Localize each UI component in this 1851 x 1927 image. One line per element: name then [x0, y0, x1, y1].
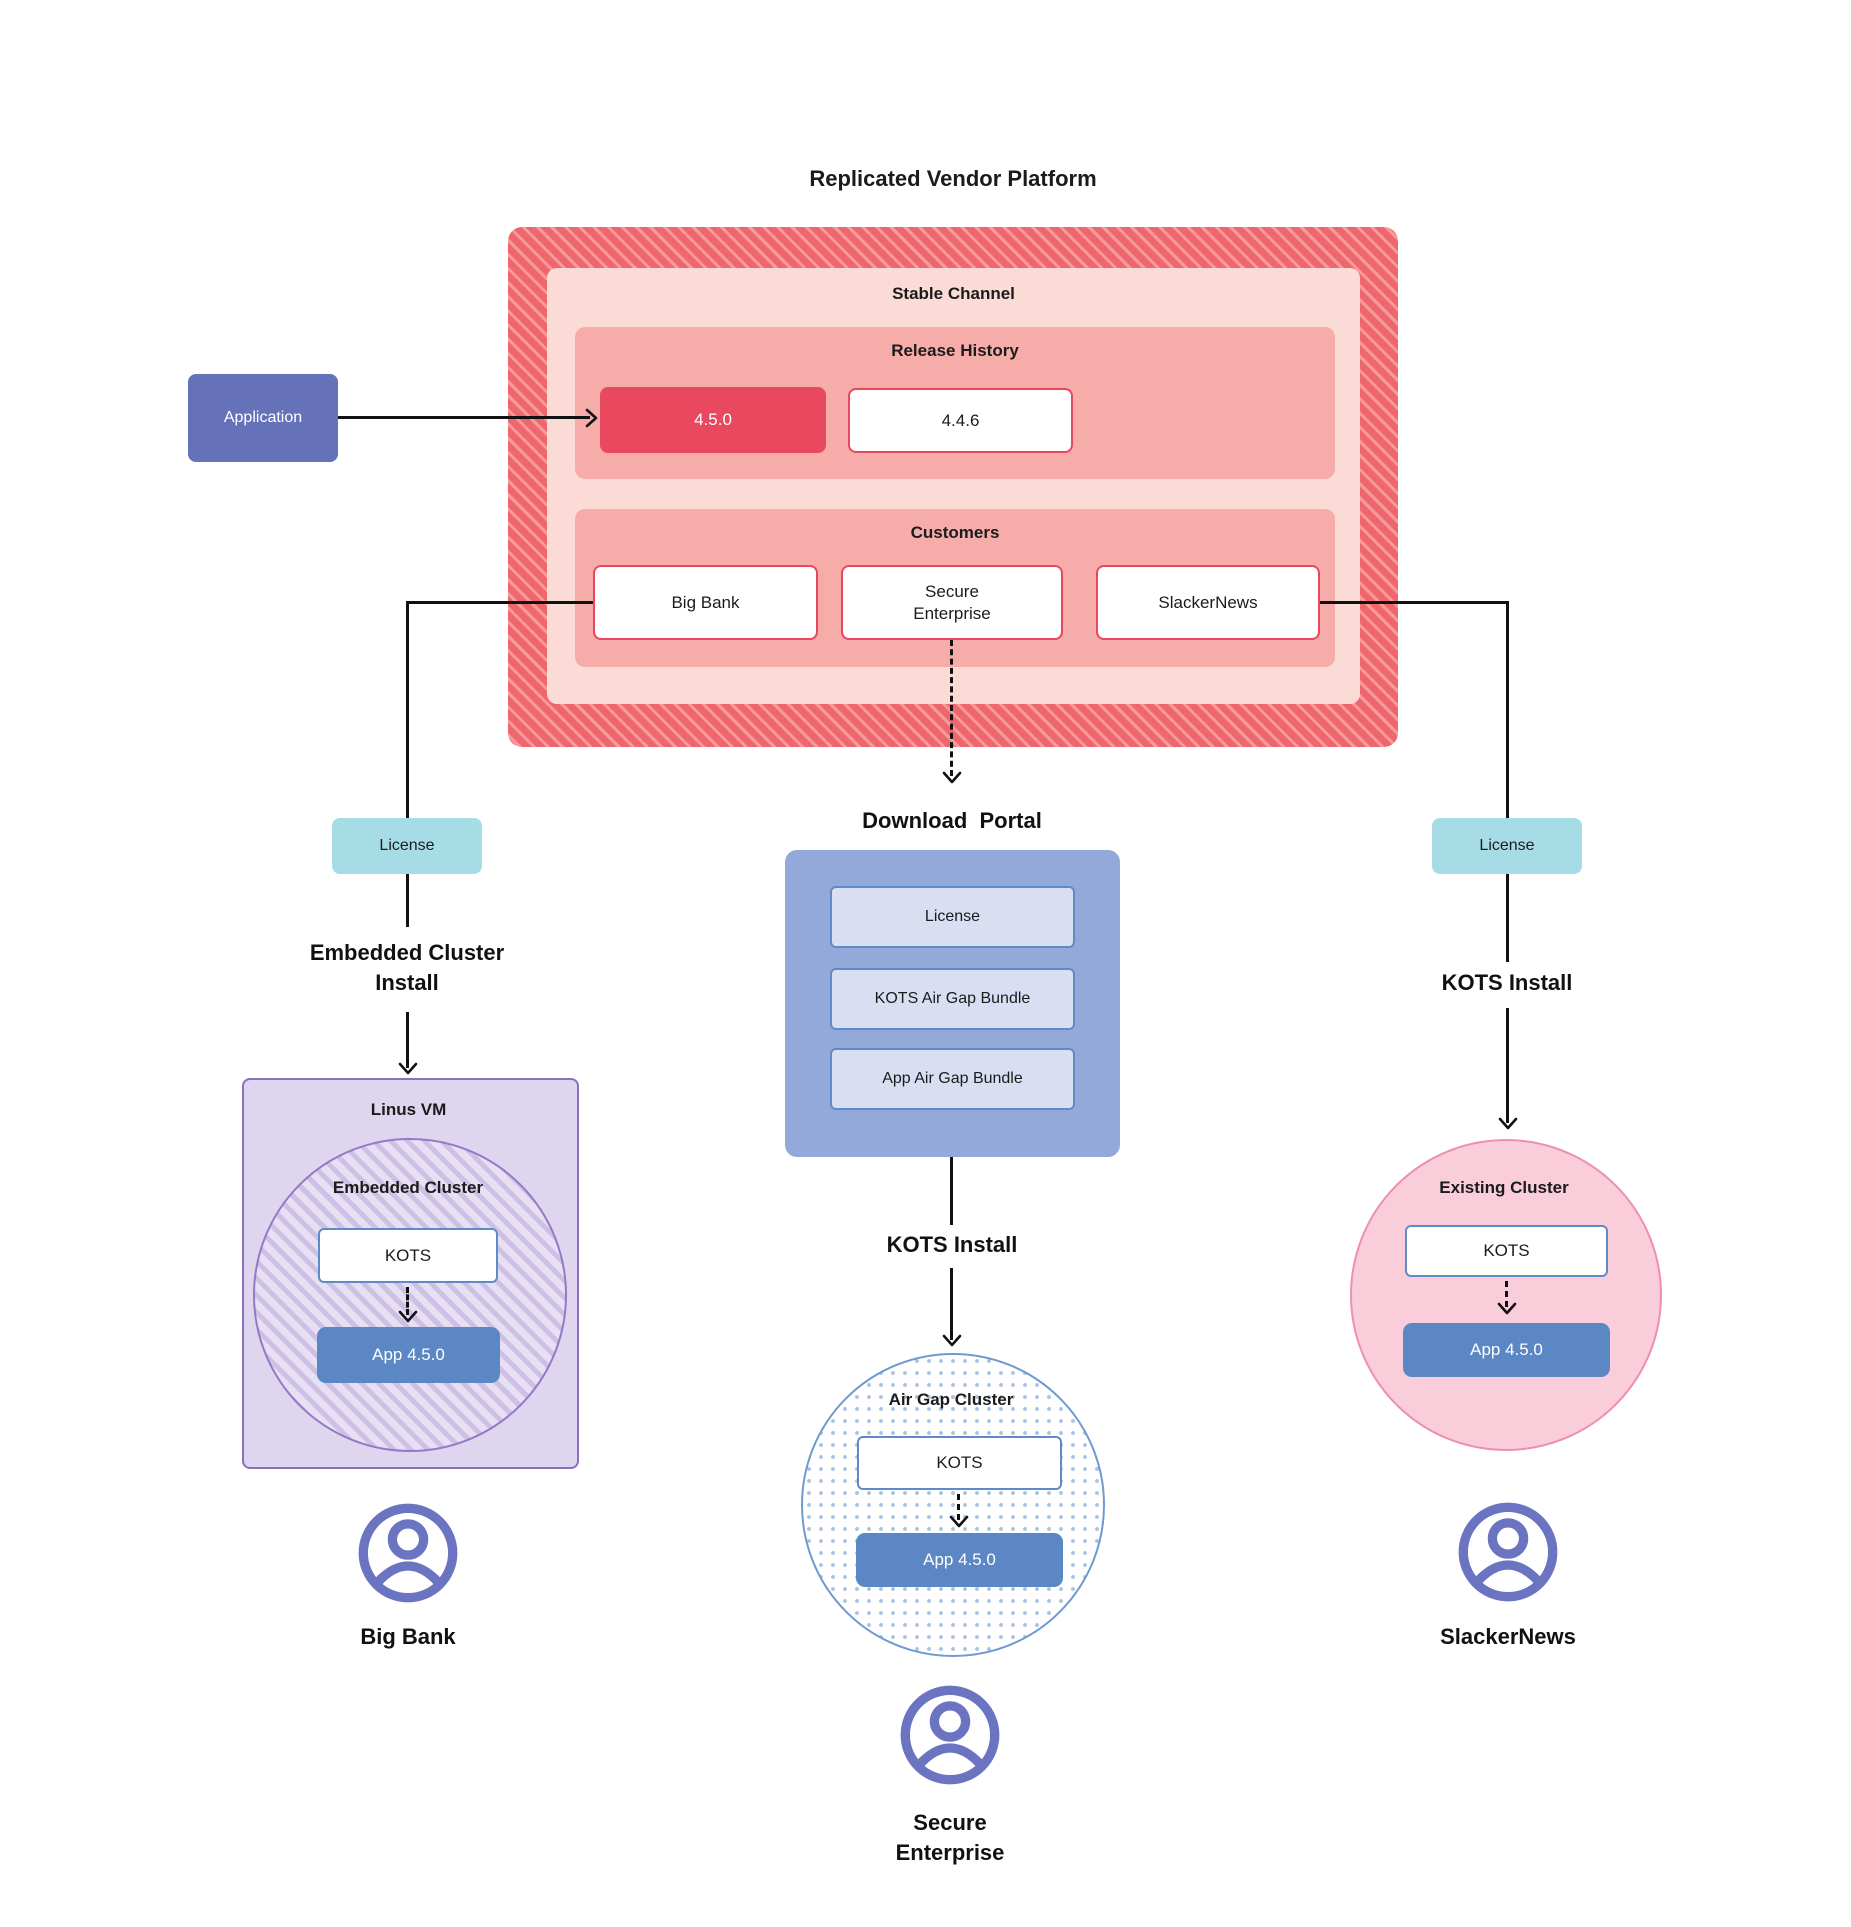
person-icon	[900, 1685, 1000, 1785]
kots-box-middle: KOTS	[857, 1436, 1062, 1490]
arrowhead-down-icon	[1497, 1302, 1517, 1315]
kots-app-dashed-left	[406, 1287, 409, 1315]
linus-vm-label: Linus VM	[370, 1100, 447, 1119]
arrowhead-down-icon	[942, 1334, 962, 1347]
app-box-right: App 4.5.0	[1403, 1323, 1610, 1377]
slackernews-connector-v3	[1506, 1008, 1509, 1123]
slackernews-connector-v2	[1506, 874, 1509, 962]
embedded-cluster-label: Embedded Cluster	[332, 1178, 484, 1197]
kots-box-right: KOTS	[1405, 1225, 1608, 1277]
slackernews-connector-h	[1320, 601, 1509, 604]
bigbank-connector-v1	[406, 601, 409, 818]
customer-slackernews: SlackerNews	[1096, 565, 1320, 640]
portal-connector-v1	[950, 1157, 953, 1225]
secure-connector-dashed	[950, 640, 953, 776]
kots-install-label-right: KOTS Install	[1441, 970, 1573, 995]
bigbank-connector-v2	[406, 874, 409, 927]
customer-secure-enterprise: Secure Enterprise	[841, 565, 1063, 640]
kots-box-left: KOTS	[318, 1228, 498, 1283]
download-portal-label: Download Portal	[862, 808, 1042, 833]
release-4-5-0: 4.5.0	[600, 387, 826, 453]
license-box-left: License	[332, 818, 482, 874]
release-history-label: Release History	[891, 341, 1019, 360]
customers-label: Customers	[910, 523, 1000, 542]
kots-app-dashed-middle	[957, 1494, 960, 1520]
portal-app-airgap-bundle-box: App Air Gap Bundle	[830, 1048, 1075, 1110]
kots-app-dashed-right	[1505, 1281, 1508, 1307]
embedded-cluster-circle	[253, 1138, 567, 1452]
bigbank-connector-h	[406, 601, 593, 604]
portal-connector-v2	[950, 1268, 953, 1340]
persona-label-big-bank: Big Bank	[360, 1624, 456, 1649]
app-box-middle: App 4.5.0	[856, 1533, 1063, 1587]
bigbank-connector-v3	[406, 1012, 409, 1068]
air-gap-cluster-label: Air Gap Cluster	[888, 1390, 1014, 1409]
portal-kots-airgap-bundle-box: KOTS Air Gap Bundle	[830, 968, 1075, 1030]
arrowhead-down-icon	[942, 771, 962, 784]
customer-big-bank: Big Bank	[593, 565, 818, 640]
arrowhead-down-icon	[398, 1062, 418, 1075]
arrowhead-down-icon	[1498, 1117, 1518, 1130]
person-icon	[1458, 1502, 1558, 1602]
slackernews-connector-v1	[1506, 601, 1509, 818]
app-box-left: App 4.5.0	[317, 1327, 500, 1383]
person-icon	[358, 1503, 458, 1603]
application-arrow-line	[338, 416, 590, 419]
arrowhead-down-icon	[398, 1310, 418, 1323]
diagram-title: Replicated Vendor Platform	[809, 166, 1097, 191]
persona-label-slackernews: SlackerNews	[1440, 1624, 1576, 1649]
stable-channel-label: Stable Channel	[892, 284, 1015, 303]
existing-cluster-label: Existing Cluster	[1439, 1178, 1569, 1197]
embedded-cluster-install-label: Embedded Cluster Install	[309, 940, 505, 995]
arrowhead-down-icon	[949, 1515, 969, 1528]
license-box-right: License	[1432, 818, 1582, 874]
portal-license-box: License	[830, 886, 1075, 948]
kots-install-label-middle: KOTS Install	[886, 1232, 1018, 1257]
arrowhead-right-icon	[585, 408, 598, 428]
air-gap-cluster-circle	[801, 1353, 1105, 1657]
persona-label-secure-enterprise: Secure Enterprise	[895, 1810, 1005, 1865]
release-4-4-6: 4.4.6	[848, 388, 1073, 453]
application-box: Application	[188, 374, 338, 462]
